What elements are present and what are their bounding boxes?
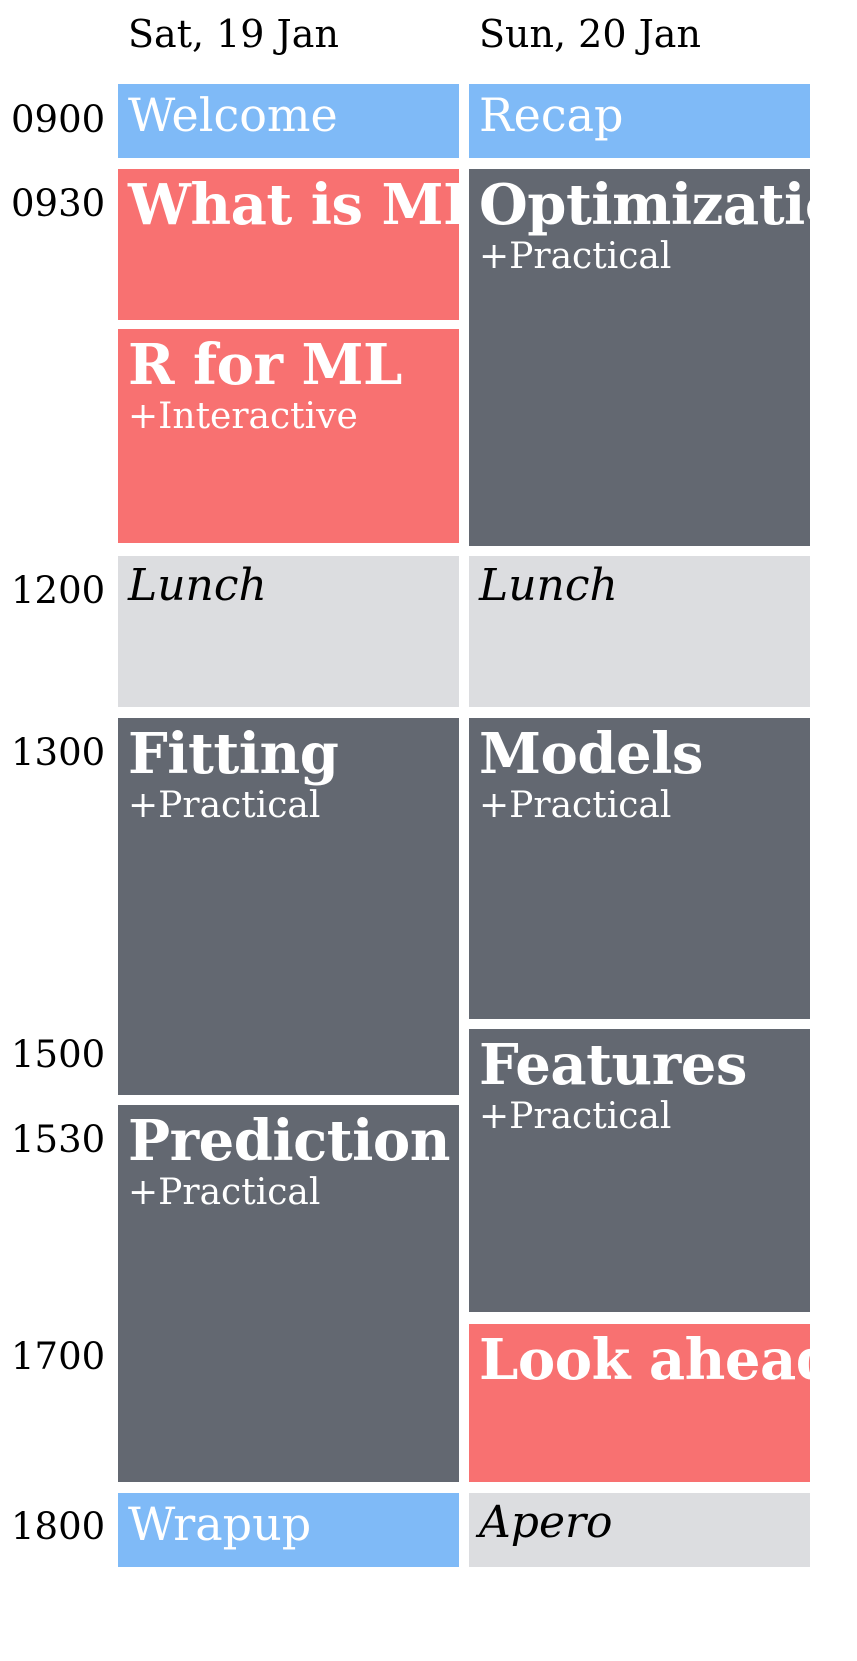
time-label-1500: 1500 (11, 1033, 106, 1076)
session-subtitle: +Practical (479, 1095, 672, 1137)
session-block-features[interactable]: Features +Practical (469, 1029, 810, 1312)
session-block-apero[interactable]: Apero (469, 1493, 810, 1567)
session-title: Lunch (128, 560, 267, 611)
session-block-prediction[interactable]: Prediction +Practical (118, 1105, 459, 1482)
session-block-recap[interactable]: Recap (469, 84, 810, 158)
session-block-welcome[interactable]: Welcome (118, 84, 459, 158)
session-title: Wrapup (128, 1497, 312, 1551)
session-subtitle: +Practical (128, 1171, 321, 1213)
session-title: Features (479, 1032, 747, 1098)
session-block-r-for-ml[interactable]: R for ML +Interactive (118, 329, 459, 543)
session-title: Apero (479, 1497, 613, 1548)
time-label-1800: 1800 (11, 1505, 106, 1548)
day-header-sunday: Sun, 20 Jan (479, 12, 701, 56)
day-header-saturday: Sat, 19 Jan (128, 12, 339, 56)
session-title: Welcome (128, 88, 338, 142)
session-title: Models (479, 721, 703, 787)
time-label-0930: 0930 (11, 182, 106, 225)
session-block-look-ahead[interactable]: Look ahead (469, 1324, 810, 1482)
time-label-1300: 1300 (11, 731, 106, 774)
session-title: R for ML (128, 332, 402, 398)
session-block-what-is-ml[interactable]: What is ML (118, 169, 459, 320)
time-label-1200: 1200 (11, 569, 106, 612)
session-block-wrapup[interactable]: Wrapup (118, 1493, 459, 1567)
session-block-models[interactable]: Models +Practical (469, 718, 810, 1019)
session-subtitle: +Practical (479, 235, 672, 277)
session-title: Fitting (128, 721, 339, 787)
session-subtitle: +Practical (479, 784, 672, 826)
session-subtitle: +Interactive (128, 395, 358, 437)
session-block-fitting[interactable]: Fitting +Practical (118, 718, 459, 1095)
session-block-lunch-sat[interactable]: Lunch (118, 556, 459, 707)
session-title: Look ahead (479, 1327, 810, 1393)
session-block-lunch-sun[interactable]: Lunch (469, 556, 810, 707)
session-title: Recap (479, 88, 624, 142)
session-subtitle: +Practical (128, 784, 321, 826)
session-title: Lunch (479, 560, 618, 611)
session-block-optimization[interactable]: Optimization +Practical (469, 169, 810, 546)
time-label-1700: 1700 (11, 1335, 106, 1378)
session-title: What is ML (128, 172, 459, 238)
time-label-0900: 0900 (11, 98, 106, 141)
session-title: Optimization (479, 172, 810, 238)
session-title: Prediction (128, 1108, 450, 1174)
time-label-1530: 1530 (11, 1118, 106, 1161)
